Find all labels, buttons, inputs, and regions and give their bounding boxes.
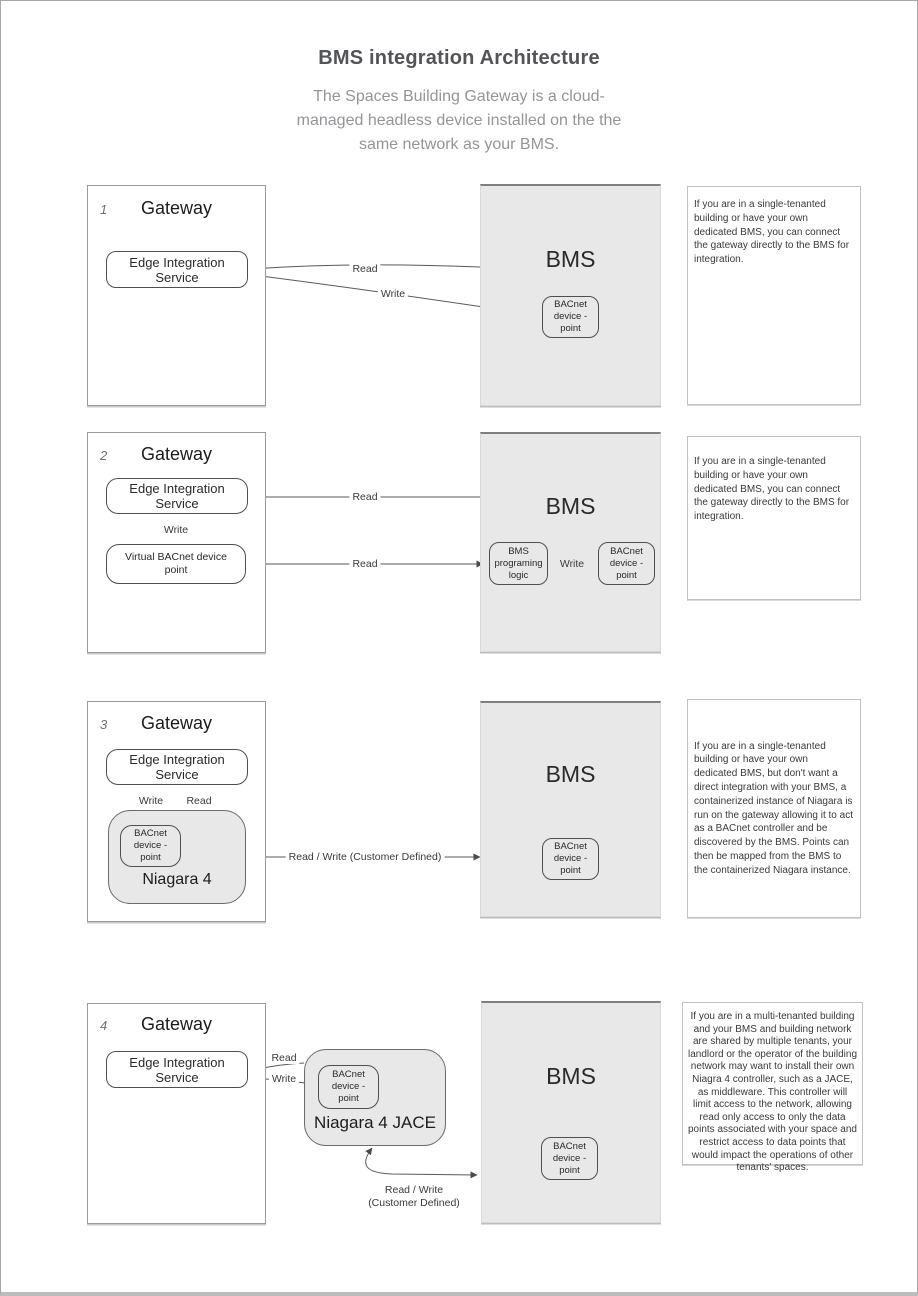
- edge-integration-service-box-3: Edge Integration Service: [106, 749, 248, 785]
- jace-bacnet-device-point-box: BACnet device - point: [318, 1065, 379, 1109]
- scenario-number-1: 1: [100, 202, 108, 217]
- note-box-4: If you are in a multi-tenanted building …: [682, 1002, 863, 1173]
- gateway-title-3: Gateway: [140, 713, 213, 733]
- note-box-3: If you are in a single-tenanted building…: [687, 699, 861, 918]
- row2-bms-write-label: Write: [556, 558, 588, 570]
- niagara4-title: Niagara 4: [142, 871, 212, 888]
- page-subtitle: The Spaces Building Gateway is a cloud- …: [1, 85, 917, 157]
- gateway-title-1: Gateway: [140, 198, 213, 218]
- gateway-title-4: Gateway: [140, 1014, 213, 1034]
- row1-read-label: Read: [349, 263, 381, 275]
- row3-write-label: Write: [135, 795, 167, 807]
- edge-integration-service-box-4: Edge Integration Service: [106, 1051, 248, 1088]
- subtitle-line: managed headless device installed on the…: [296, 112, 622, 129]
- niagara4-bacnet-device-point-box: BACnet device - point: [120, 825, 181, 867]
- gateway-panel-1: [87, 185, 266, 406]
- row2-write-label: Write: [160, 524, 192, 536]
- scenario-number-4: 4: [100, 1018, 108, 1033]
- note-box-1: If you are in a single-tenanted building…: [687, 186, 861, 405]
- bms-panel-4: [481, 1001, 661, 1223]
- note-box-2: If you are in a single-tenanted building…: [687, 436, 861, 600]
- row4-read-label: Read: [268, 1052, 300, 1064]
- edge-integration-service-box-2: Edge Integration Service: [106, 478, 248, 514]
- row2-read-top-label: Read: [349, 491, 381, 503]
- gateway-panel-4: [87, 1003, 266, 1224]
- niagara4-jace-title: Niagara 4 JACE: [314, 1113, 436, 1132]
- bms-title-3: BMS: [545, 761, 596, 787]
- subtitle-line: The Spaces Building Gateway is a cloud-: [313, 88, 605, 105]
- bms-title-4: BMS: [546, 1063, 596, 1089]
- row1-write-label: Write: [377, 288, 409, 300]
- bms-programing-logic-box: BMS programing logic: [489, 542, 548, 585]
- bacnet-device-point-box-1: BACnet device - point: [542, 296, 599, 338]
- row4-readwrite-label-line1: Read / Write: [381, 1184, 447, 1196]
- bms-panel-3: [480, 701, 661, 917]
- row4-readwrite-arrow: [365, 1147, 478, 1179]
- edge-integration-service-box-1: Edge Integration Service: [106, 251, 248, 288]
- gateway-title-2: Gateway: [140, 444, 213, 464]
- bms-panel-1: [480, 184, 661, 406]
- virtual-bacnet-device-point-box: Virtual BACnet device point: [106, 544, 246, 584]
- subtitle-line: same network as your BMS.: [358, 136, 560, 153]
- bacnet-device-point-box-4: BACnet device - point: [541, 1137, 598, 1180]
- row3-readwrite-label: Read / Write (Customer Defined): [285, 851, 445, 863]
- gateway-panel-2: [87, 432, 266, 653]
- row4-readwrite-label-line2: (Customer Defined): [365, 1197, 463, 1209]
- row3-read-label: Read: [183, 795, 215, 807]
- page-title: BMS integration Architecture: [318, 47, 600, 69]
- row2-read-mid-label: Read: [349, 558, 381, 570]
- scenario-number-2: 2: [100, 448, 108, 463]
- bacnet-device-point-box-2: BACnet device - point: [598, 542, 655, 585]
- scenario-number-3: 3: [100, 717, 108, 732]
- row4-write-label: Write: [268, 1073, 300, 1085]
- bacnet-device-point-box-3: BACnet device - point: [542, 838, 599, 880]
- bms-title-1: BMS: [545, 246, 596, 272]
- bms-title-2: BMS: [545, 493, 596, 519]
